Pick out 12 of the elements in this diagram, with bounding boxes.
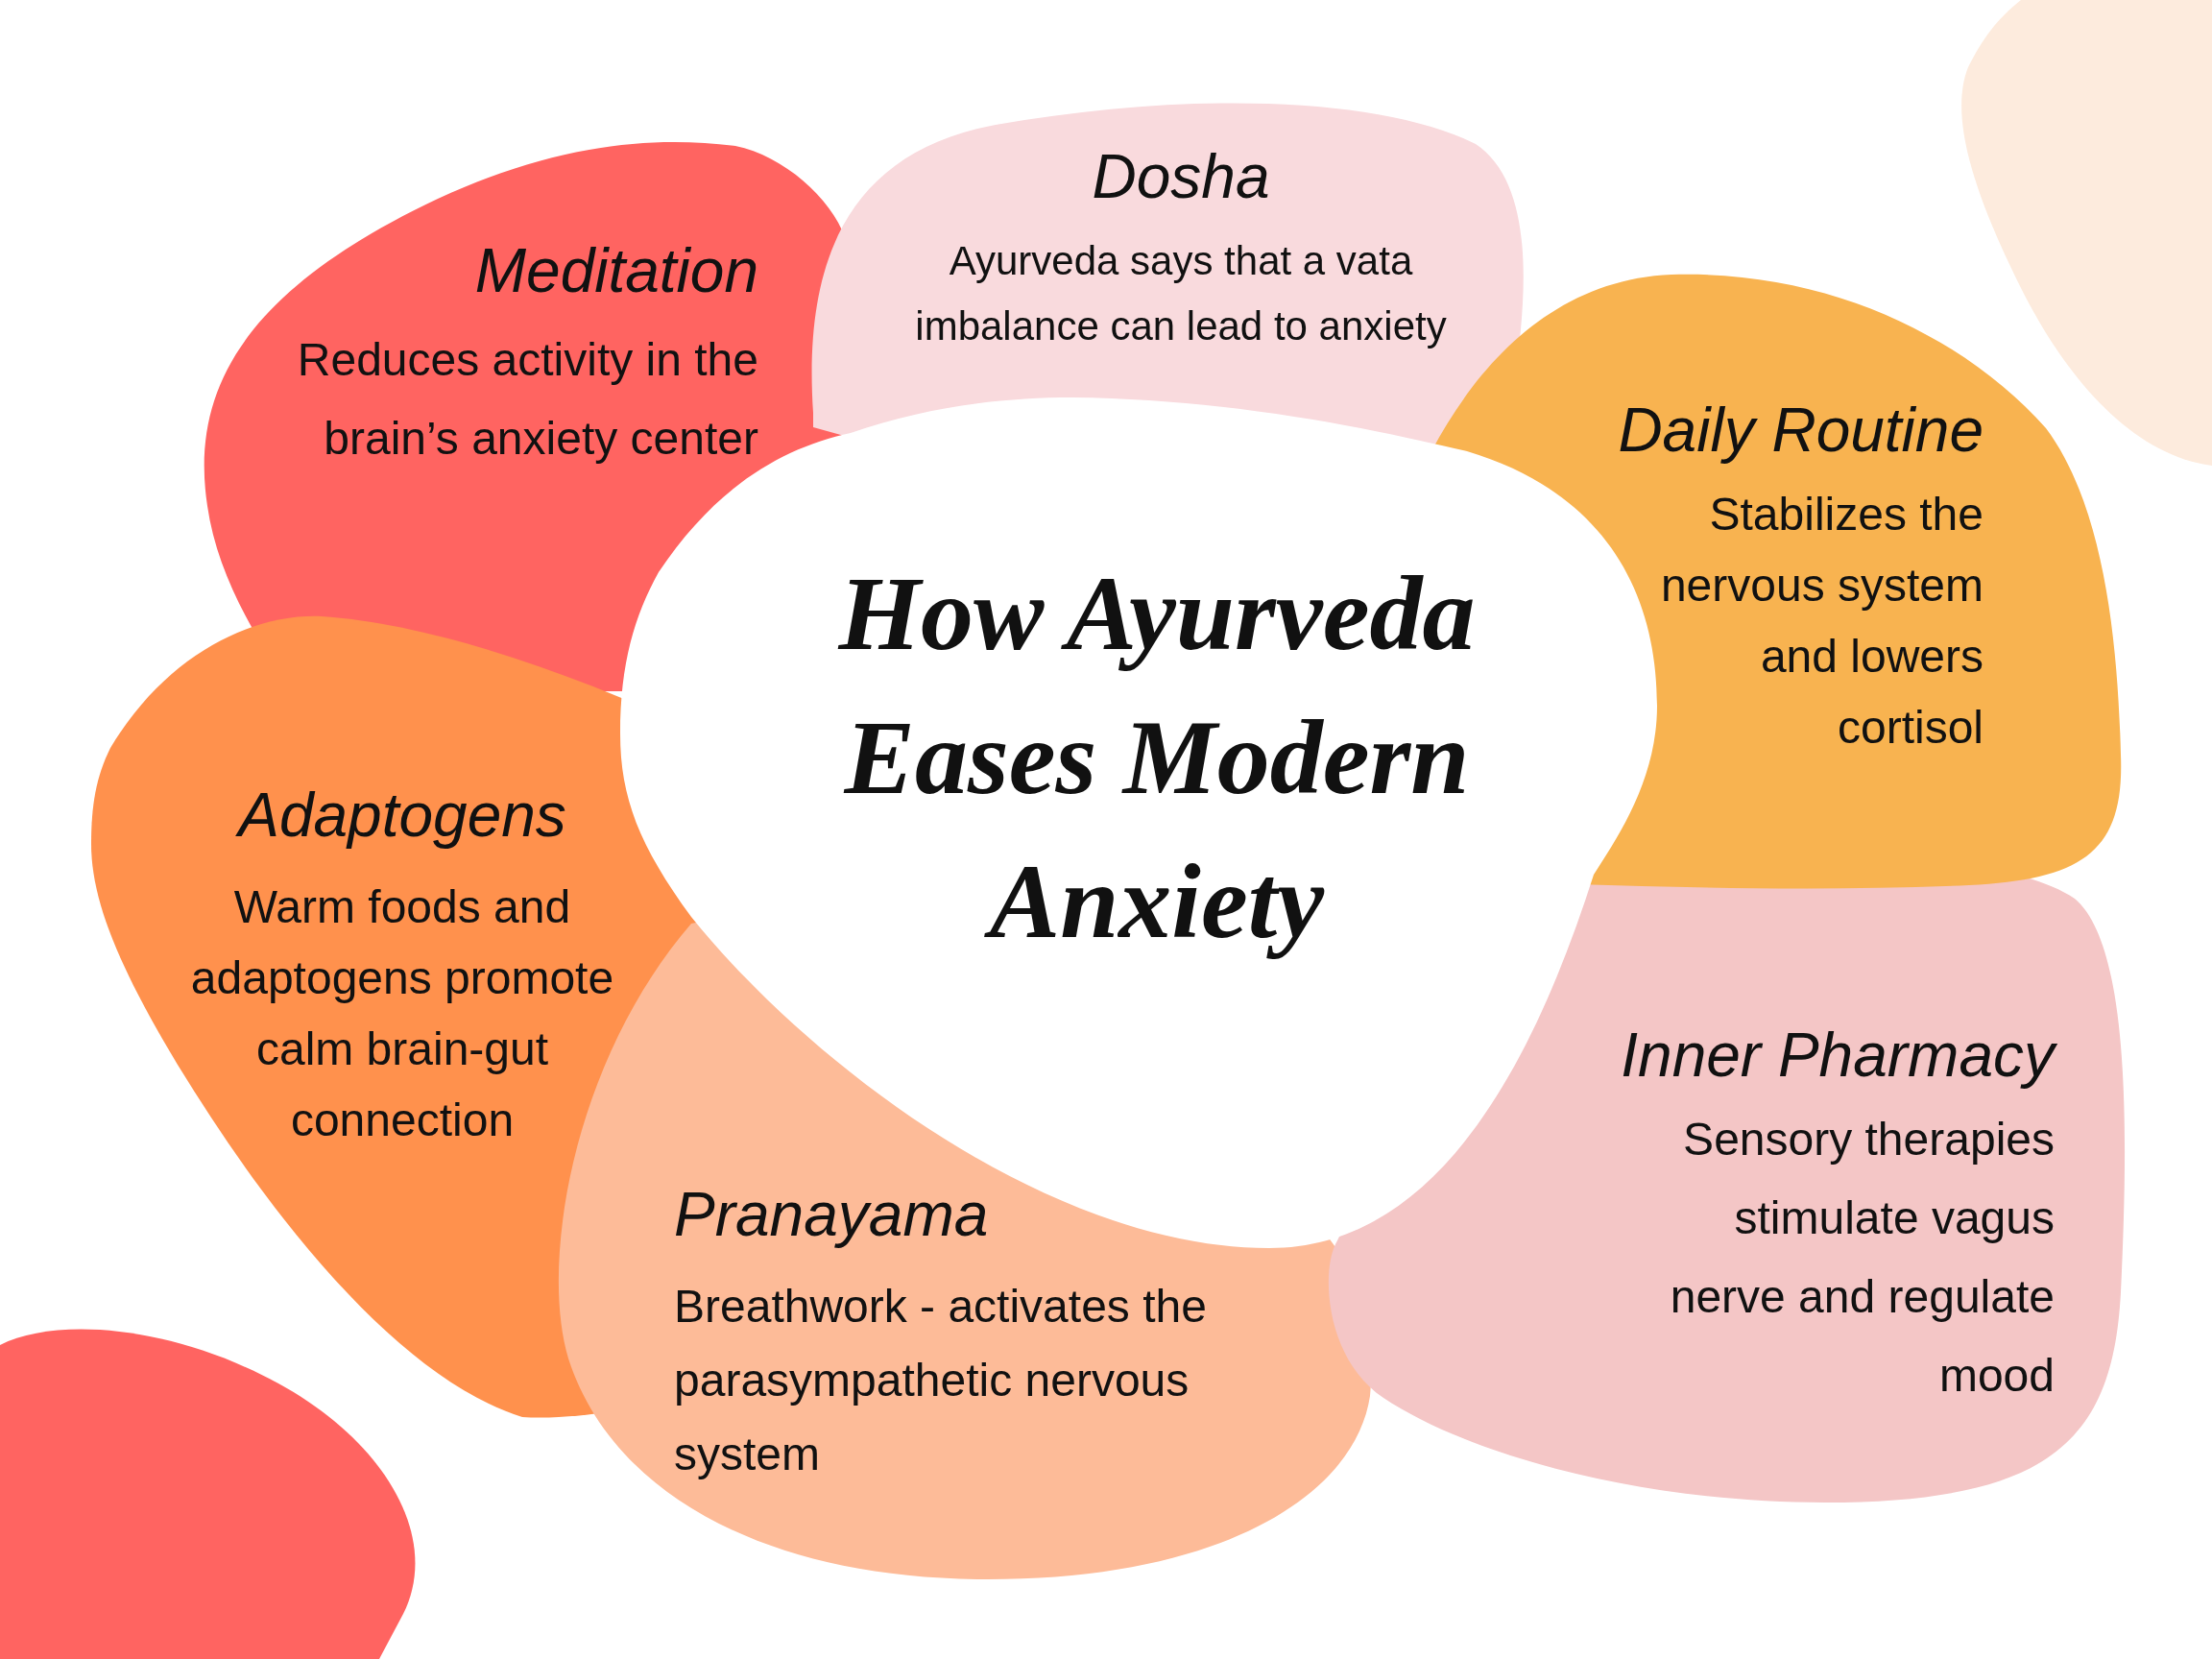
description-text: Reduces activity in the brain’s anxiety center <box>296 333 758 466</box>
description-text: Ayurveda says that a vata imbalance can lead to anxiety <box>914 237 1448 350</box>
description-text: Stabilizes the nervous system and lowers cortisol <box>1659 488 1984 755</box>
section-heading: Meditation <box>473 235 758 306</box>
section-heading: Daily Routine <box>1617 395 1984 466</box>
description-text: Warm foods and adaptogens promote calm brain-gut connection <box>189 880 615 1147</box>
description-text: Sensory therapies stimulate vagus nerve and regulate mood <box>1669 1113 2055 1403</box>
central-heading: How Ayurveda Eases Modern Anxiety <box>837 554 1477 962</box>
description-text: Breathwork - activates the parasympathetic nervous system <box>674 1280 1208 1481</box>
section-heading: Dosha <box>1091 141 1271 212</box>
section-heading: Adaptogens <box>237 780 567 851</box>
section-heading: Pranayama <box>674 1179 990 1250</box>
